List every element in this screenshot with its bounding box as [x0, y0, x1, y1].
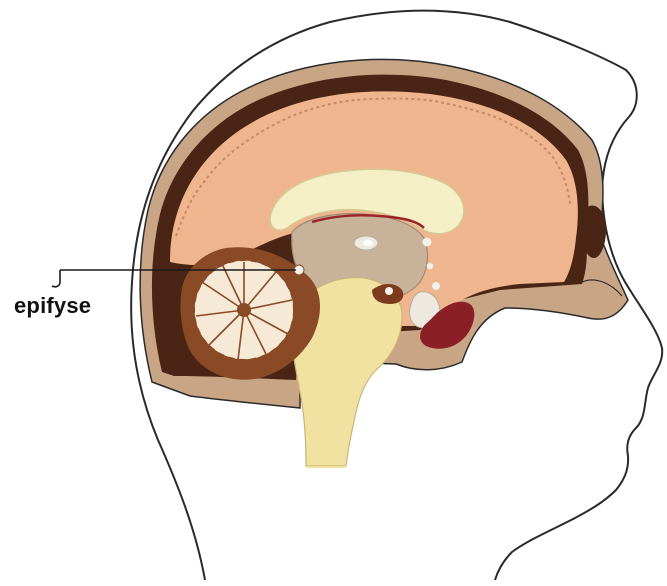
pituitary-dot-2: [432, 282, 440, 290]
cerebellum: [194, 260, 294, 360]
spinal-cord: [306, 466, 346, 468]
epifyse-leader-hook: [52, 270, 60, 287]
pituitary-dot-1: [427, 263, 433, 269]
epifyse-label: epifyse: [14, 293, 91, 319]
anterior-commissure: [423, 238, 432, 247]
